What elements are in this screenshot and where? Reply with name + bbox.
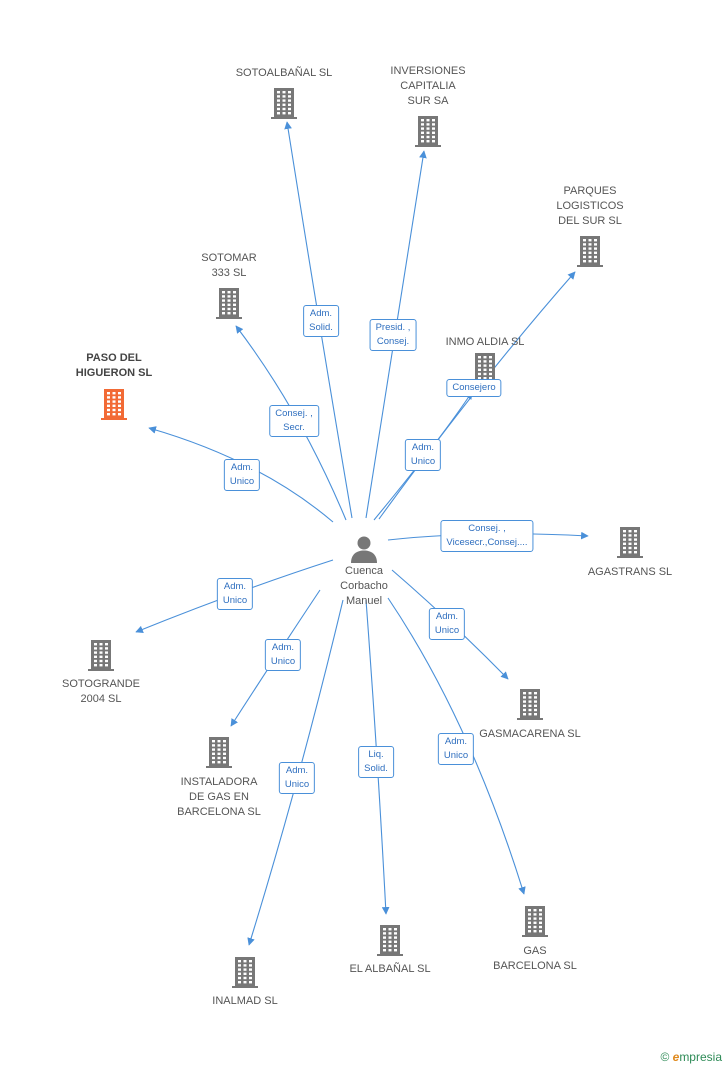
company-label-sotogrande[interactable]: SOTOGRANDE 2004 SL bbox=[31, 677, 171, 707]
person-icon bbox=[351, 536, 377, 563]
building-icon bbox=[88, 640, 114, 671]
edge-label-inversiones[interactable]: Presid. , Consej. bbox=[369, 319, 417, 351]
company-node-sotoalbanal[interactable] bbox=[269, 87, 299, 119]
edge-label-sotogrande[interactable]: Adm. Unico bbox=[216, 578, 254, 610]
company-name: INALMAD SL bbox=[212, 995, 278, 1007]
company-node-gas[interactable] bbox=[520, 905, 550, 937]
company-name: INMO ALDIA SL bbox=[445, 336, 525, 348]
brand-name: mpresia bbox=[679, 1050, 722, 1064]
company-name: PARQUES LOGISTICOS DEL SUR SL bbox=[556, 185, 624, 227]
building-icon bbox=[577, 236, 603, 267]
edge-label-paso[interactable]: Adm. Unico bbox=[223, 459, 261, 491]
copyright-symbol: © bbox=[660, 1050, 670, 1064]
company-node-inalmad[interactable] bbox=[230, 956, 260, 988]
edge-label-albanal[interactable]: Liq. Solid. bbox=[358, 746, 394, 778]
company-node-instaladora[interactable] bbox=[204, 736, 234, 768]
center-person-name: Cuenca Corbacho Manuel bbox=[340, 565, 388, 607]
company-name: SOTOMAR 333 SL bbox=[201, 252, 257, 279]
edge-label-gas[interactable]: Adm. Unico bbox=[437, 733, 475, 765]
edge-label-inmo[interactable]: Consejero bbox=[446, 379, 502, 397]
building-icon bbox=[377, 925, 403, 956]
company-name: PASO DEL HIGUERON SL bbox=[75, 352, 153, 379]
company-label-albanal[interactable]: EL ALBAÑAL SL bbox=[320, 962, 460, 977]
company-label-gasmacarena[interactable]: GASMACARENA SL bbox=[460, 727, 600, 742]
edge-label-sotomar[interactable]: Consej. , Secr. bbox=[269, 405, 319, 437]
company-node-gasmacarena[interactable] bbox=[515, 688, 545, 720]
company-label-parques[interactable]: PARQUES LOGISTICOS DEL SUR SL bbox=[520, 184, 660, 229]
edge-label-instaladora[interactable]: Adm. Unico bbox=[264, 639, 302, 671]
edge-label-gasmacarena[interactable]: Adm. Unico bbox=[428, 608, 466, 640]
company-name: SOTOALBAÑAL SL bbox=[235, 67, 333, 79]
company-label-inalmad[interactable]: INALMAD SL bbox=[175, 994, 315, 1009]
company-name: SOTOGRANDE 2004 SL bbox=[61, 678, 141, 705]
company-label-inmo[interactable]: INMO ALDIA SL bbox=[415, 335, 555, 350]
edge-label-parques[interactable]: Adm. Unico bbox=[404, 439, 442, 471]
company-name: INSTALADORA DE GAS EN BARCELONA SL bbox=[177, 776, 261, 818]
building-icon bbox=[415, 116, 441, 147]
building-icon bbox=[271, 88, 297, 119]
company-label-instaladora[interactable]: INSTALADORA DE GAS EN BARCELONA SL bbox=[149, 775, 289, 820]
company-label-sotomar[interactable]: SOTOMAR 333 SL bbox=[159, 251, 299, 281]
company-node-parques[interactable] bbox=[575, 235, 605, 267]
building-icon bbox=[617, 527, 643, 558]
brand-logo: © empresia bbox=[660, 1050, 722, 1064]
company-node-agastrans[interactable] bbox=[615, 526, 645, 558]
building-icon bbox=[232, 957, 258, 988]
company-label-paso[interactable]: PASO DEL HIGUERON SL bbox=[44, 351, 184, 381]
building-icon bbox=[522, 906, 548, 937]
edge-label-inalmad[interactable]: Adm. Unico bbox=[278, 762, 316, 794]
company-name: EL ALBAÑAL SL bbox=[349, 963, 431, 975]
company-label-agastrans[interactable]: AGASTRANS SL bbox=[560, 565, 700, 580]
building-icon bbox=[517, 689, 543, 720]
center-person[interactable]: Cuenca Corbacho Manuel bbox=[334, 534, 394, 609]
company-label-gas[interactable]: GAS BARCELONA SL bbox=[465, 944, 605, 974]
company-name: INVERSIONES CAPITALIA SUR SA bbox=[390, 65, 466, 107]
building-icon bbox=[206, 737, 232, 768]
brand-initial: e bbox=[672, 1050, 680, 1064]
building-icon bbox=[216, 288, 242, 319]
company-node-sotogrande[interactable] bbox=[86, 639, 116, 671]
company-node-albanal[interactable] bbox=[375, 924, 405, 956]
company-node-paso[interactable] bbox=[99, 388, 129, 420]
edge-label-agastrans[interactable]: Consej. , Vicesecr.,Consej.... bbox=[440, 520, 534, 552]
company-name: GAS BARCELONA SL bbox=[493, 945, 577, 972]
edge-label-sotoalbanal[interactable]: Adm. Solid. bbox=[303, 305, 339, 337]
company-label-inversiones[interactable]: INVERSIONES CAPITALIA SUR SA bbox=[358, 64, 498, 109]
company-name: GASMACARENA SL bbox=[479, 728, 581, 740]
company-name: AGASTRANS SL bbox=[587, 566, 673, 578]
company-node-inversiones[interactable] bbox=[413, 115, 443, 147]
building-icon bbox=[101, 389, 127, 420]
company-node-sotomar[interactable] bbox=[214, 287, 244, 319]
company-label-sotoalbanal[interactable]: SOTOALBAÑAL SL bbox=[214, 66, 354, 81]
